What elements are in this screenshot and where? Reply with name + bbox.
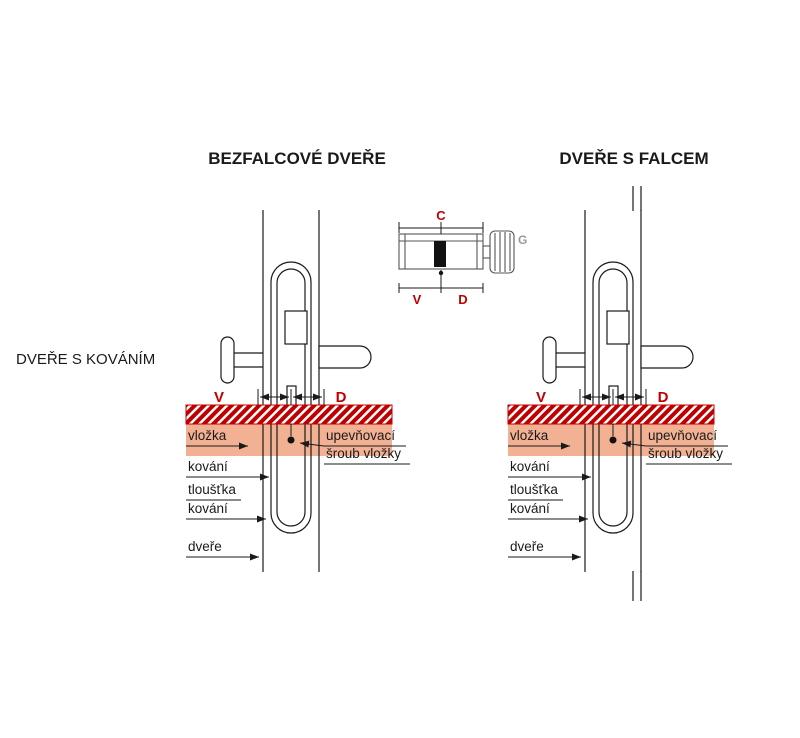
cylinder-dim-label-v: V <box>413 292 422 307</box>
label-fitting-thickness-line2: kování <box>188 501 228 516</box>
knob-stem <box>482 245 491 259</box>
label-cylinder: vložka <box>188 428 227 443</box>
label-fitting-thickness-line1: tloušťka <box>188 482 236 497</box>
label-screw-line2: šroub vložky <box>326 446 401 461</box>
handle-lever <box>318 345 372 369</box>
title-rebateless-door: BEZFALCOVÉ DVEŘE <box>208 149 386 168</box>
cylinder-dim-label-c: C <box>436 208 446 223</box>
thumbturn-knob <box>489 230 515 274</box>
label-door: dveře <box>188 539 222 554</box>
dim-label-v: V <box>214 389 224 406</box>
door-diagram-left: V D vložka kování tloušťka kování dveře … <box>185 210 410 572</box>
handle-grip <box>220 336 235 384</box>
cylinder-dim-label-d: D <box>458 292 467 307</box>
keyway-slot <box>434 241 446 267</box>
label-fitting: kování <box>188 459 228 474</box>
fixing-screw-dot <box>287 436 295 444</box>
rebate-lip <box>632 186 642 601</box>
side-label-door-with-fitting: DVEŘE S KOVÁNÍM <box>16 351 155 368</box>
cylinder-schematic: C V D G <box>398 208 527 307</box>
leader-screw <box>299 440 325 448</box>
door-diagram-right <box>508 210 732 572</box>
cylinder-knob-label-g: G <box>518 233 527 247</box>
title-rebated-door: DVEŘE S FALCEM <box>559 149 708 168</box>
label-screw-line1: upevňovací <box>326 428 395 443</box>
measuring-bar <box>185 404 393 425</box>
dim-label-d: D <box>336 389 347 406</box>
fitting-window <box>284 310 308 345</box>
